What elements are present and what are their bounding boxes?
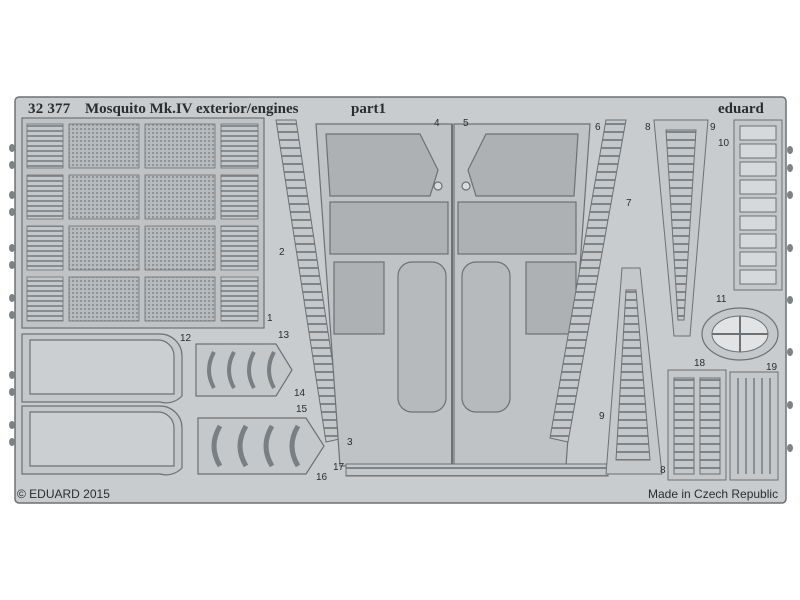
part-number-16: 16 bbox=[316, 472, 328, 483]
sprue-holes-right bbox=[787, 146, 793, 452]
part-number-9-lower: 9 bbox=[599, 411, 605, 422]
part-number-10: 10 bbox=[718, 138, 730, 149]
part-number-5: 5 bbox=[463, 118, 469, 129]
part-6-7-strip bbox=[549, 119, 627, 443]
part-15-16-shrouds bbox=[197, 417, 325, 475]
part-number-19: 19 bbox=[766, 362, 778, 373]
part-17-strip bbox=[345, 463, 609, 477]
part-number-3: 3 bbox=[347, 437, 353, 448]
part-4-5-nacelle-panels bbox=[315, 123, 591, 467]
part-1-grille-panels bbox=[21, 117, 265, 329]
fret-title: Mosquito Mk.IV exterior/engines bbox=[85, 101, 299, 117]
part-number-11: 11 bbox=[716, 294, 727, 305]
part-number-18: 18 bbox=[694, 358, 706, 369]
part-number-13: 13 bbox=[278, 330, 290, 341]
part-18-strip bbox=[667, 369, 727, 481]
fret-part: part1 bbox=[351, 101, 386, 117]
part-number-8-lower: 8 bbox=[660, 465, 666, 476]
part-11-oval-ring bbox=[701, 307, 779, 361]
part-number-9: 9 bbox=[710, 122, 716, 133]
part-number-4: 4 bbox=[434, 118, 440, 129]
part-number-12: 12 bbox=[180, 333, 192, 344]
brand-logo: eduard bbox=[718, 101, 764, 117]
part-12-panels bbox=[21, 333, 183, 476]
part-number-1: 1 bbox=[267, 313, 273, 324]
sprue-holes-left bbox=[9, 144, 15, 446]
part-number-7: 7 bbox=[626, 198, 632, 209]
part-8-9-ribs-bottom bbox=[605, 267, 663, 475]
part-number-14: 14 bbox=[294, 388, 306, 399]
part-10-tabs bbox=[733, 119, 783, 291]
part-number-8: 8 bbox=[645, 122, 651, 133]
origin-text: Made in Czech Republic bbox=[648, 487, 779, 501]
part-number-17: 17 bbox=[333, 462, 345, 473]
part-number-15: 15 bbox=[296, 404, 308, 415]
part-number-2: 2 bbox=[279, 247, 285, 258]
part-number-6: 6 bbox=[595, 122, 601, 133]
fret-code: 32 377 bbox=[28, 101, 71, 117]
copyright-text: © EDUARD 2015 bbox=[17, 487, 110, 501]
part-8-9-ribs-top bbox=[653, 119, 709, 337]
part-13-14-shrouds bbox=[195, 343, 293, 397]
part-19-strip bbox=[729, 371, 779, 481]
